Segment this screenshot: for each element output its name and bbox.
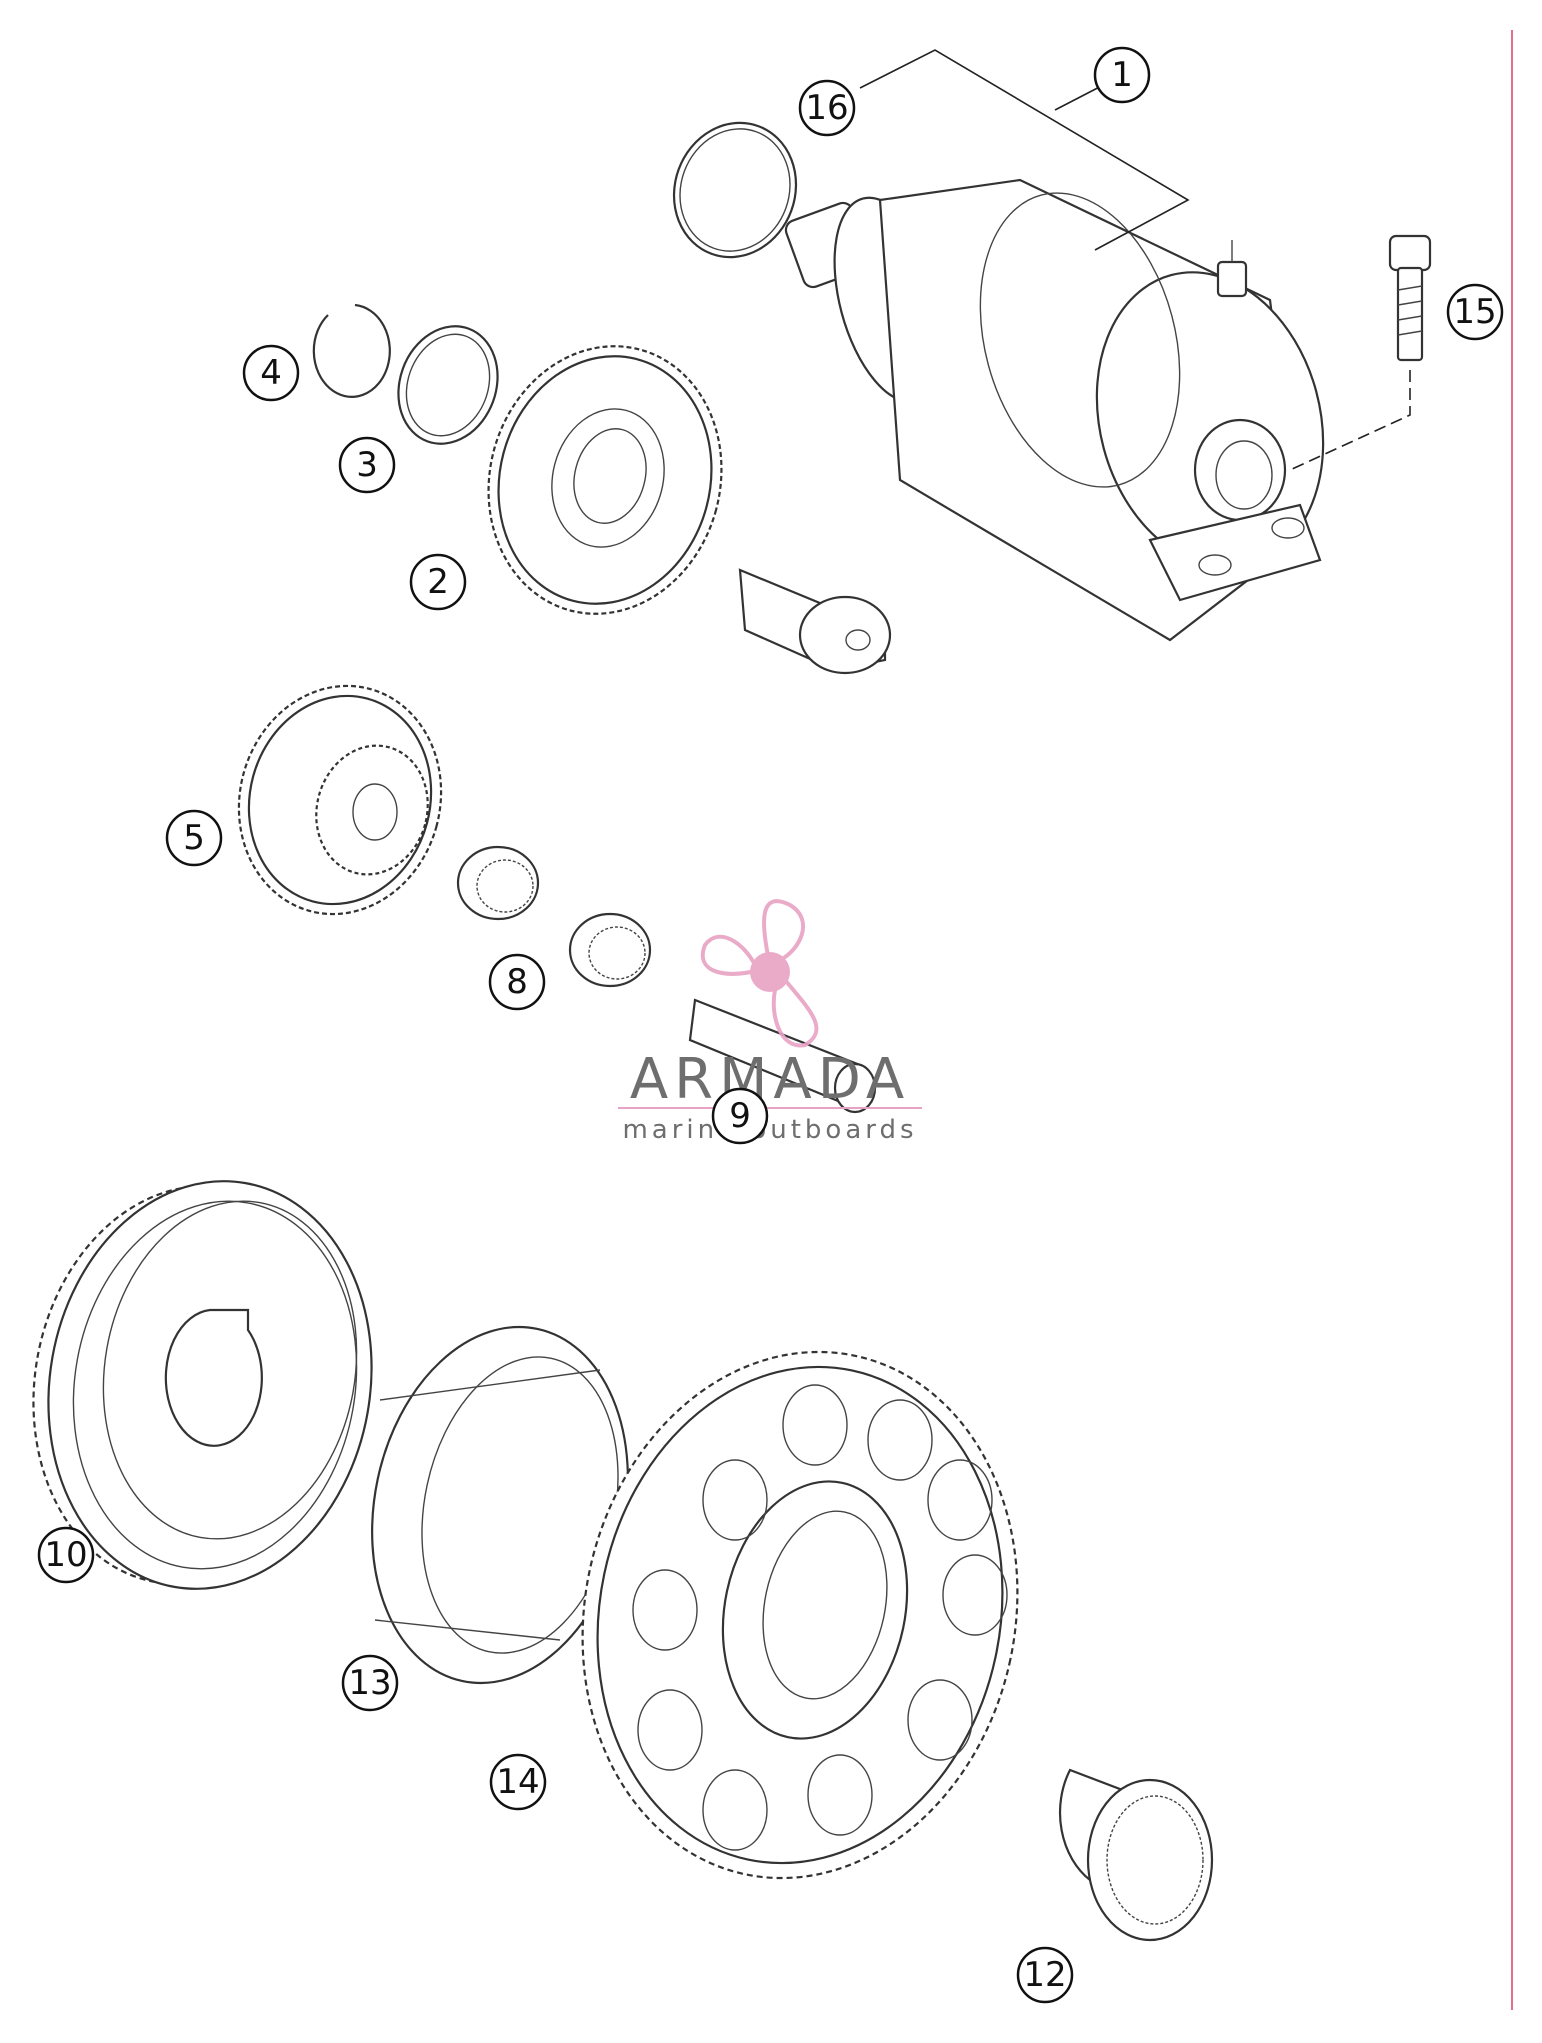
callout-16: 16 bbox=[798, 79, 856, 137]
callout-label: 1 bbox=[1111, 55, 1133, 95]
callout-label: 13 bbox=[348, 1663, 391, 1703]
callout-label: 5 bbox=[183, 818, 205, 858]
callout-2: 2 bbox=[409, 553, 467, 611]
watermark-brand: ARMADA bbox=[630, 1047, 910, 1112]
part-double-gear bbox=[237, 684, 443, 916]
part-needle-sleeve bbox=[1058, 1768, 1214, 1942]
callout-8: 8 bbox=[488, 953, 546, 1011]
callout-label: 3 bbox=[356, 445, 378, 485]
callout-4: 4 bbox=[242, 344, 300, 402]
part-starter-motor bbox=[784, 178, 1325, 642]
callout-label: 2 bbox=[427, 562, 449, 602]
callout-label: 12 bbox=[1023, 1955, 1066, 1995]
callout-14: 14 bbox=[489, 1753, 547, 1811]
callout-label: 9 bbox=[729, 1096, 751, 1136]
watermark-logo: ARMADA marine outboards bbox=[618, 899, 922, 1145]
propeller-icon bbox=[701, 899, 819, 1048]
callout-5: 5 bbox=[165, 809, 223, 867]
watermark-tagline: marine outboards bbox=[622, 1115, 917, 1145]
part-starter-gear bbox=[581, 1350, 1019, 1880]
callout-1: 1 bbox=[1093, 46, 1151, 104]
callout-3: 3 bbox=[338, 436, 396, 494]
part-bushing bbox=[738, 568, 892, 675]
part-bolt bbox=[1289, 234, 1432, 471]
part-clutch-housing bbox=[32, 1180, 373, 1590]
part-washer bbox=[397, 325, 499, 445]
callout-13: 13 bbox=[341, 1654, 399, 1712]
callout-12: 12 bbox=[1016, 1946, 1074, 2004]
part-needle-bearing bbox=[456, 845, 652, 988]
part-intermediate-gear bbox=[487, 345, 723, 615]
callout-15: 15 bbox=[1446, 283, 1504, 341]
callout-label: 14 bbox=[496, 1762, 539, 1802]
part-circlip bbox=[312, 303, 391, 398]
part-o-ring bbox=[672, 121, 798, 259]
callout-label: 10 bbox=[44, 1535, 87, 1575]
callout-label: 8 bbox=[506, 962, 528, 1002]
callout-10: 10 bbox=[37, 1526, 95, 1584]
leader-1-16 bbox=[859, 49, 1190, 251]
callout-9: 9 bbox=[711, 1087, 769, 1145]
callout-label: 15 bbox=[1453, 292, 1496, 332]
callout-label: 4 bbox=[260, 353, 282, 393]
callout-label: 16 bbox=[805, 88, 848, 128]
